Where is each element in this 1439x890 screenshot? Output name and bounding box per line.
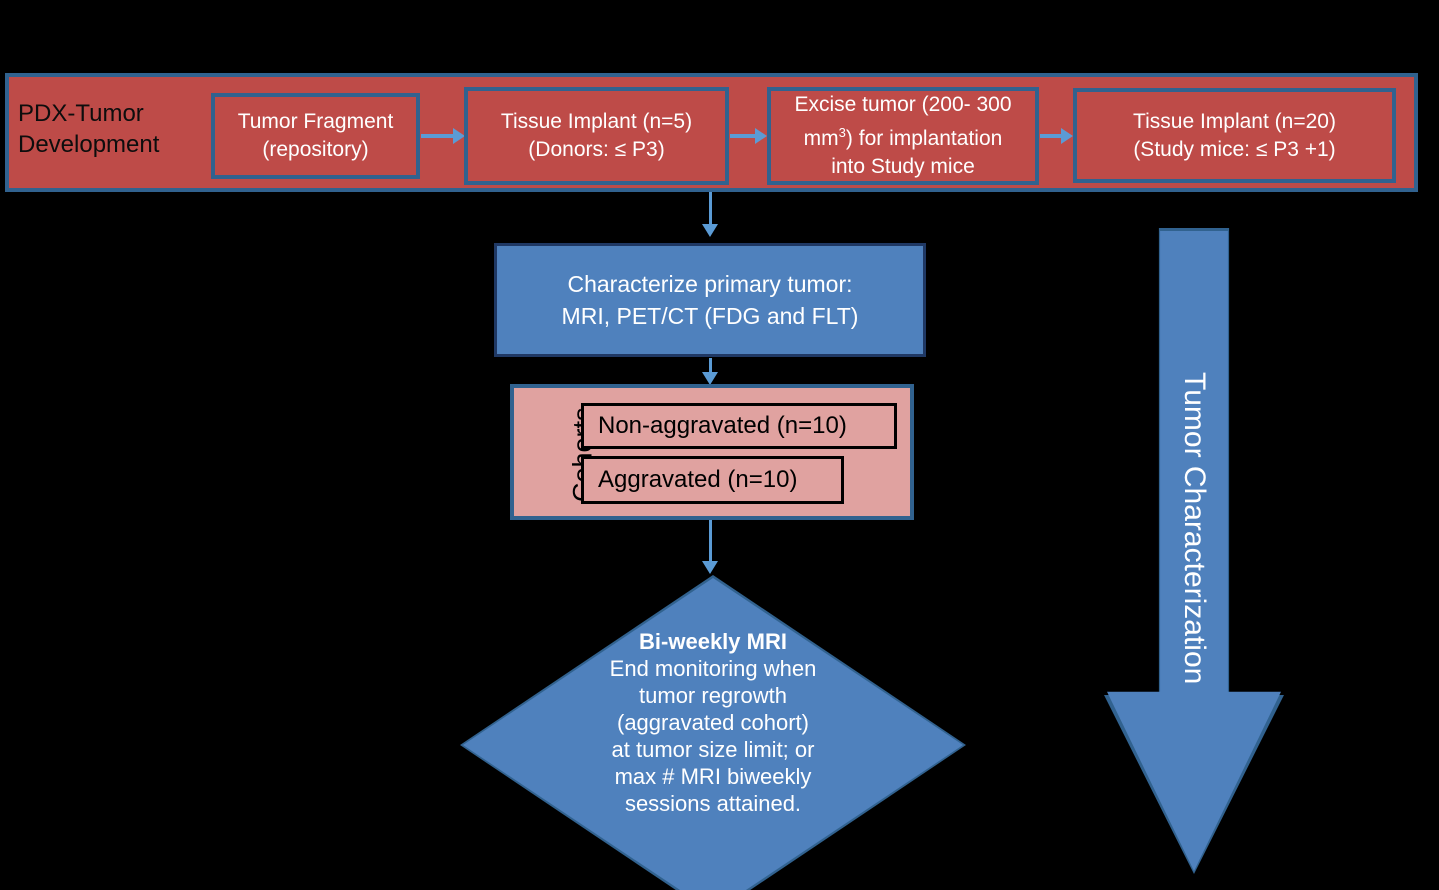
connector-arrow-excise-to-implant20 (1040, 128, 1073, 144)
node-tumor-fragment-line1: Tumor Fragment (237, 110, 394, 133)
node-cohorts-group: Cohorts Non-aggravated (n=10) Aggravated… (510, 384, 914, 520)
node-tissue-implant-donors-line2: (Donors: ≤ P3) (528, 138, 665, 161)
connector-arrow-band-to-characterize (702, 192, 718, 237)
node-tissue-implant-study-mice-text: Tissue Implant (n=20) (Study mice: ≤ P3 … (1133, 108, 1336, 164)
decision-line-3: (aggravated cohort) (617, 710, 809, 735)
node-tissue-implant-donors: Tissue Implant (n=5) (Donors: ≤ P3) (464, 87, 729, 185)
decision-diamond-text: Bi-weekly MRI End monitoring when tumor … (533, 628, 893, 817)
node-excise-tumor: Excise tumor (200- 300 mm3) for implanta… (767, 87, 1039, 185)
node-tissue-implant-study-mice: Tissue Implant (n=20) (Study mice: ≤ P3 … (1073, 88, 1396, 183)
decision-line-6: sessions attained. (624, 791, 802, 816)
decision-line-4: at tumor size limit; or (611, 737, 815, 762)
tumor-characterization-arrow: Tumor Characterization (1104, 228, 1284, 874)
node-excise-tumor-superscript: 3 (838, 125, 846, 140)
node-characterize-primary-tumor: Characterize primary tumor: MRI, PET/CT … (494, 243, 926, 357)
decision-line-2: tumor regrowth (639, 683, 787, 708)
node-characterize-primary-tumor-text: Characterize primary tumor: MRI, PET/CT … (562, 268, 859, 332)
node-tumor-fragment-line2: (repository) (262, 138, 369, 161)
node-characterize-line2: MRI, PET/CT (FDG and FLT) (561, 303, 859, 329)
cohort-item-non-aggravated: Non-aggravated (n=10) (581, 403, 897, 449)
node-excise-tumor-line2: mm (803, 127, 839, 150)
node-tumor-fragment-text: Tumor Fragment (repository) (238, 108, 394, 164)
node-excise-tumor-line2b: ) for implantation (845, 127, 1003, 150)
connector-arrow-implant5-to-excise (730, 128, 767, 144)
decision-line-5: max # MRI biweekly (614, 764, 812, 789)
node-tissue-implant-donors-line1: Tissue Implant (n=5) (500, 110, 693, 133)
node-excise-tumor-line3: into Study mice (831, 155, 975, 178)
decision-header: Bi-weekly MRI (639, 629, 787, 654)
tumor-characterization-arrow-label: Tumor Characterization (1178, 371, 1211, 685)
connector-arrow-cohorts-to-decision (702, 520, 718, 574)
node-characterize-line1: Characterize primary tumor: (567, 271, 853, 297)
node-tissue-implant-study-mice-line2: (Study mice: ≤ P3 +1) (1133, 137, 1336, 161)
connector-arrow-fragment-to-implant5 (421, 128, 465, 144)
node-excise-tumor-text: Excise tumor (200- 300 mm3) for implanta… (794, 91, 1011, 181)
node-tumor-fragment: Tumor Fragment (repository) (211, 93, 420, 179)
node-tissue-implant-donors-text: Tissue Implant (n=5) (Donors: ≤ P3) (501, 108, 692, 164)
node-tissue-implant-study-mice-line1: Tissue Implant (n=20) (1133, 109, 1336, 133)
connector-arrow-characterize-to-cohorts (702, 358, 718, 385)
cohort-item-aggravated: Aggravated (n=10) (581, 456, 844, 504)
band-title: PDX-Tumor Development (18, 100, 160, 158)
node-excise-tumor-line1: Excise tumor (200- 300 (794, 93, 1012, 116)
decision-line-1: End monitoring when (609, 656, 817, 681)
